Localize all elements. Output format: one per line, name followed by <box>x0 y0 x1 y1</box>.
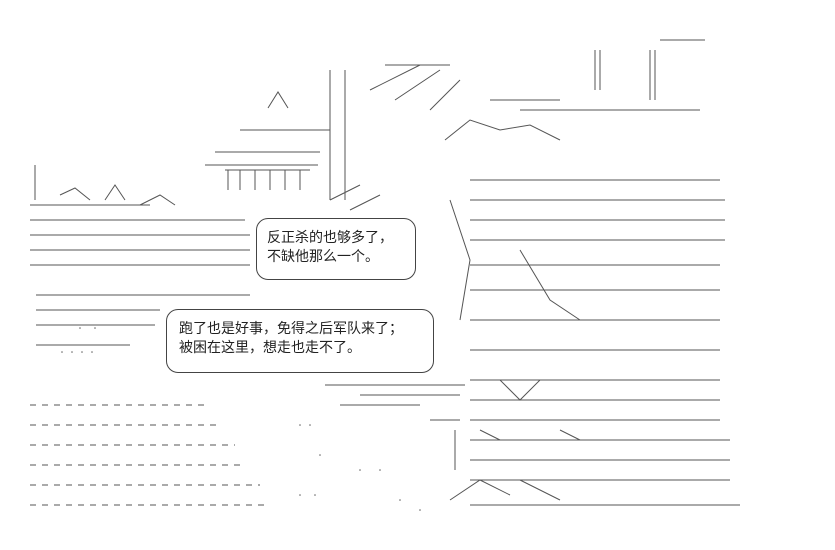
speech-bubble-top: 反正杀的也够多了， 不缺他那么一个。 <box>256 218 416 280</box>
right-building <box>470 39 740 506</box>
lower-frame <box>325 384 465 470</box>
ground-dashes <box>30 404 270 506</box>
bridge-lines <box>36 294 250 346</box>
speech-bubble-bottom: 跑了也是好事，免得之后军队来了； 被困在这里，想走也走不了。 <box>166 309 434 373</box>
dialogue-line: 不缺他那么一个。 <box>267 249 379 265</box>
dialogue-line: 跑了也是好事，免得之后军队来了； <box>179 321 403 337</box>
dialogue-line: 被困在这里，想走也走不了。 <box>179 340 361 356</box>
figure-silhouette <box>444 119 581 501</box>
wall-left <box>30 165 250 266</box>
temple-roof <box>205 91 330 190</box>
tower <box>329 64 461 211</box>
dialogue-line: 反正杀的也够多了， <box>267 230 393 246</box>
ascii-art-dots <box>61 327 421 511</box>
ascii-art-lines <box>30 39 740 506</box>
